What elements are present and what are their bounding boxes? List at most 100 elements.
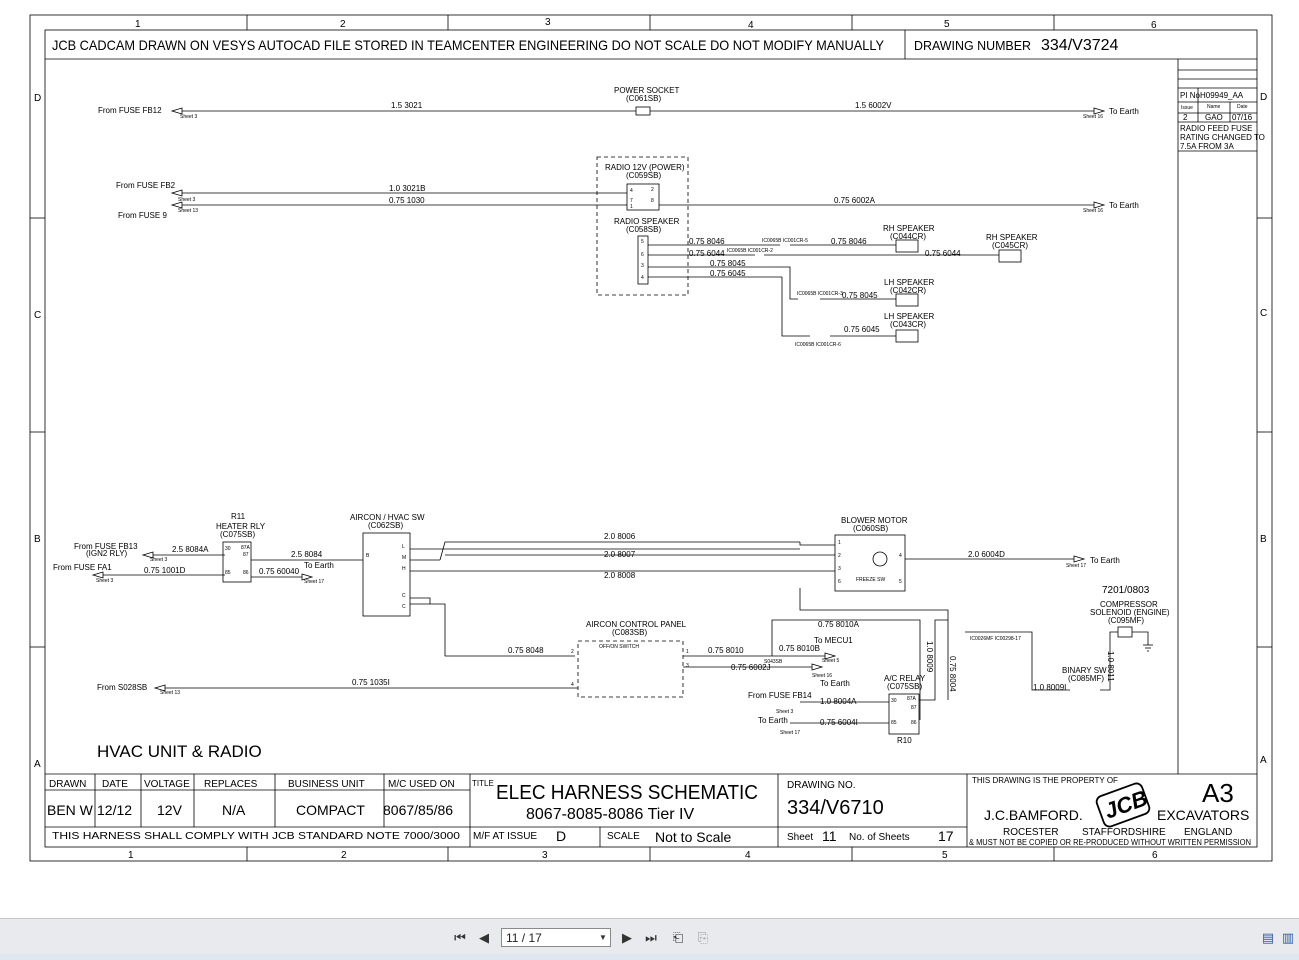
grid-col-top-3: 3 [545,17,551,28]
radio-speaker-wire-2: 0.75 6044 [689,249,725,258]
radio-splice-2: IC0065B IC001CR-2 [727,248,773,254]
jcb-logo-text: JCB [1101,785,1151,824]
tb-property: THIS DRAWING IS THE PROPERTY OF [972,776,1118,785]
grid-row-left-D: D [34,93,41,104]
ac-relay-wire-8010a: 0.75 8010A [818,620,860,629]
speaker1-wire: 0.75 8046 [831,237,867,246]
hvac-pin-c2: C [402,604,406,610]
grid-col-top-6: 6 [1151,20,1157,31]
radio-wire2: 0.75 1030 [389,196,425,205]
radio-speaker-code: (C058SB) [626,225,661,234]
tb-title1: ELEC HARNESS SCHEMATIC [496,782,758,804]
tb-title2: 8067-8085-8086 Tier IV [526,806,694,823]
jcb-logo: JCB [1095,782,1151,828]
compressor-title2: SOLENOID (ENGINE) [1090,608,1170,617]
aircon-sheet-mecu: Sheet 5 [822,658,839,664]
header-drawing-number-label: DRAWING NUMBER [914,38,1031,53]
grid-row-left-C: C [34,310,41,321]
aircon-wire-mecu: 0.75 8010B [779,644,820,653]
radio-from1: From FUSE FB2 [116,181,176,190]
page-number-select[interactable]: 11 / 17 ▼ [501,928,611,947]
viewer-toolbar: ⏮ ◀ 11 / 17 ▼ ▶ ⏭ ⎗ ⎘ ▤ ▥ [0,918,1299,960]
radio-speaker-title: RADIO SPEAKER [614,217,680,226]
tb-date-label: DATE [102,779,128,790]
grid-row-right-B: B [1260,534,1267,545]
rev-name: GAO [1205,113,1223,122]
rev-name-label: Name [1207,104,1221,110]
ac-relay-code: (C075SB) [887,682,922,691]
single-page-view-icon[interactable]: ▤ [1261,930,1275,946]
blower-wire-3: 2.0 8008 [604,571,636,580]
chevron-down-icon[interactable]: ▼ [599,933,607,942]
grid-row-right-D: D [1260,92,1267,103]
schematic-sheet: 1 2 3 4 5 6 1 2 3 4 5 6 D C B A D C B A … [29,14,1273,862]
power-socket-wire-in: 1.5 3021 [391,101,423,110]
ac-relay-pin-30: 30 [891,698,897,704]
next-page-icon[interactable]: ▶ [622,930,632,946]
hvac-pin-l: L [402,544,405,550]
tb-replaces: N/A [222,802,246,818]
heater-relay-sheet-out: Sheet 17 [304,579,324,585]
radio-pin-1: 1 [630,204,633,210]
rev-issue: 2 [1183,113,1188,122]
radio-splice-4: IC0065B IC001CR-6 [795,342,841,348]
radio-speaker-wire-1: 0.75 8046 [689,237,725,246]
binary-sw-title: BINARY SW [1062,666,1107,675]
blower-pin-4: 4 [899,553,902,559]
title-block: DRAWN DATE VOLTAGE REPLACES BUSINESS UNI… [45,773,1257,847]
blower-pin-5: 5 [899,579,902,585]
radio-pin-2: 2 [651,187,654,193]
ac-relay-sheet-out: Sheet 17 [780,730,800,736]
tb-sheet: 11 [822,828,837,844]
document-viewport[interactable]: 1 2 3 4 5 6 1 2 3 4 5 6 D C B A D C B A … [0,0,1299,918]
ac-relay-pin-85: 85 [891,720,897,726]
compressor-wire: 1.0 8011 [1106,651,1115,682]
heater-relay-pin-87: 87 [243,552,249,558]
heater-relay-code: (C075SB) [220,530,255,539]
speaker4-code: (C043CR) [890,320,926,329]
grid-col-bottom-3: 3 [542,850,548,861]
compressor-ref: 7201/0803 [1102,585,1150,596]
tb-mf-label: M/F AT ISSUE [473,831,537,842]
blower-freeze: FREEZE SW [856,577,885,583]
radio-sheet1: Sheet 3 [178,197,195,203]
power-socket-from: From FUSE FB12 [98,106,162,115]
last-page-icon[interactable]: ⏭ [645,930,657,946]
tb-bu-label: BUSINESS UNIT [288,779,365,790]
aircon-wire-in: 0.75 8048 [508,646,544,655]
first-page-icon[interactable]: ⏮ [454,930,466,946]
tb-drawn-label: DRAWN [49,779,86,790]
radio-splice-1: IC0065B IC001CR-5 [762,238,808,244]
grid-row-left-A: A [34,759,41,770]
two-page-view-icon[interactable]: ▥ [1281,930,1295,946]
radio-wire1: 1.0 3021B [389,184,425,193]
blower-title: BLOWER MOTOR [841,516,908,525]
hvac-switch-code: (C062SB) [368,521,403,530]
go-forward-view-icon[interactable]: ⎘ [697,930,709,946]
radio-splice-3: IC0065B IC001CR-3 [797,291,843,297]
grid-row-right-C: C [1260,308,1267,319]
speaker2-wire: 0.75 6044 [925,249,961,258]
ac-relay-from: From FUSE FB14 [748,691,812,700]
speaker1-code: (C044CR) [890,232,926,241]
speaker4-wire: 0.75 6045 [844,325,880,334]
heater-relay-sheet1: Sheet 3 [150,557,167,563]
tb-mf: D [556,828,566,844]
page-number-value: 11 / 17 [506,930,542,945]
heater-relay-from1b: (IGN2 RLY) [86,549,128,558]
previous-page-icon[interactable]: ◀ [479,930,489,946]
heater-relay-wire-in1: 2.5 8084A [172,545,209,554]
aircon-pin-4: 4 [571,682,574,688]
aircon-panel-switch: OFF/ON SWITCH [599,644,639,650]
go-back-view-icon[interactable]: ⎗ [672,930,684,946]
heater-relay-sheet2: Sheet 3 [96,578,113,584]
compressor-title1: COMPRESSOR [1100,600,1158,609]
aircon-to-mecu: To MECU1 [814,636,853,645]
heater-relay-pin-30: 30 [225,546,231,552]
grid-col-top-4: 4 [748,20,754,31]
speaker1-title: RH SPEAKER [883,224,935,233]
heater-relay-title2: HEATER RLY [216,522,266,531]
aircon-wire-s028: 0.75 1035I [352,678,390,687]
header-note: JCB CADCAM DRAWN ON VESYS AUTOCAD FILE S… [52,38,884,53]
tb-replaces-label: REPLACES [204,779,258,790]
